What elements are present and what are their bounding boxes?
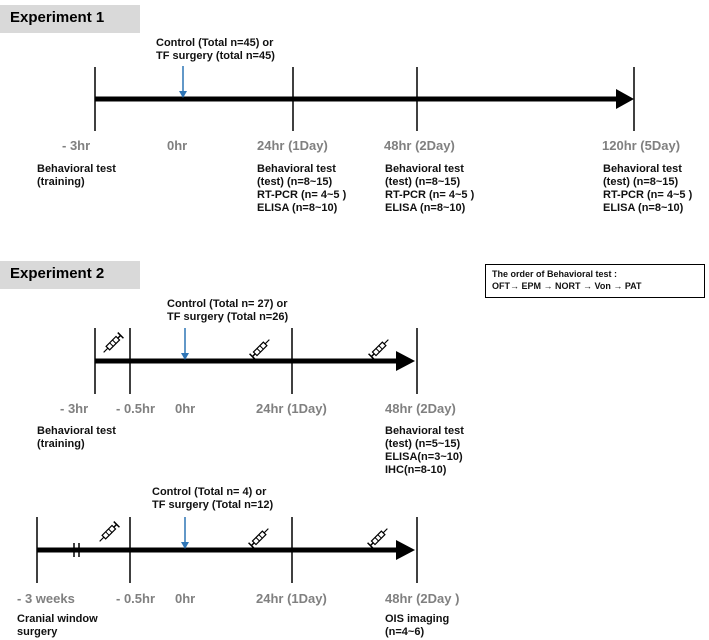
exp1-tick-label: 0hr: [167, 138, 188, 153]
exp2a-surgery-label: Control (Total n= 27) or TF surgery (Tot…: [167, 298, 289, 323]
exp1-note-day1: Behavioral test (test) (n=8~15) RT-PCR (…: [257, 163, 347, 214]
exp1-tick-label: 48hr (2Day): [384, 138, 455, 153]
exp2b-note-end: OIS imaging (n=4~6): [385, 613, 450, 638]
exp2a-tick-label: 24hr (1Day): [256, 401, 327, 416]
syringe-icon: [368, 339, 389, 360]
syringe-icon: [248, 528, 269, 549]
exp2a-tick-label: 48hr (2Day): [385, 401, 456, 416]
experiment-2-timeline-a: [94, 328, 418, 394]
experiment-2-badge: Experiment 2: [0, 261, 140, 289]
exp2a-tick-label: - 3hr: [60, 401, 89, 416]
exp2a-note-end: Behavioral test (test) (n=5~15) ELISA(n=…: [385, 425, 464, 476]
syringe-icon: [103, 332, 124, 353]
exp1-tick-label: 24hr (1Day): [257, 138, 328, 153]
exp2b-tick-label: 24hr (1Day): [256, 591, 327, 606]
exp1-note-pre: Behavioral test (training): [37, 163, 116, 188]
exp2a-arrowhead: [396, 351, 415, 371]
exp1-arrowhead: [616, 89, 634, 109]
exp1-tick-label: 120hr (5Day): [602, 138, 681, 153]
exp2b-tick-label: - 0.5hr: [116, 591, 156, 606]
syringe-icon: [367, 528, 388, 549]
exp2b-surgery-arrowhead: [181, 542, 189, 549]
syringe-icon: [99, 521, 120, 542]
exp2b-surgery-label: Control (Total n= 4) or TF surgery (Tota…: [152, 486, 274, 511]
exp1-note-day2: Behavioral test (test) (n=8~15) RT-PCR (…: [385, 163, 475, 214]
behavioral-order-box: The order of Behavioral test : OFT→ EPM …: [485, 264, 705, 298]
experiment-1-timeline: [94, 66, 635, 131]
exp2b-tick-label: 0hr: [175, 591, 196, 606]
exp1-surgery-label: Control (Total n=45) or TF surgery (tota…: [156, 37, 275, 62]
exp2a-surgery-arrowhead: [181, 353, 189, 360]
syringe-icon: [249, 339, 270, 360]
exp2a-tick-label: - 0.5hr: [116, 401, 156, 416]
exp2b-tick-label: 48hr (2Day ): [385, 591, 460, 606]
order-box-title: The order of Behavioral test :: [492, 269, 618, 279]
experiment-1-badge: Experiment 1: [0, 5, 140, 33]
exp2a-note-pre: Behavioral test (training): [37, 425, 116, 450]
order-box-sequence: OFT→ EPM → NORT → Von → PAT: [492, 281, 642, 291]
exp2b-arrowhead: [396, 540, 415, 560]
experiment-2-timeline-b: [36, 517, 418, 583]
exp2a-tick-label: 0hr: [175, 401, 196, 416]
exp1-note-day5: Behavioral test (test) (n=8~15) RT-PCR (…: [603, 163, 693, 214]
exp1-surgery-arrowhead: [179, 91, 187, 98]
exp1-tick-label: - 3hr: [62, 138, 91, 153]
exp2b-note-pre: Cranial window surgery: [17, 613, 98, 638]
exp2b-tick-label: - 3 weeks: [17, 591, 75, 606]
